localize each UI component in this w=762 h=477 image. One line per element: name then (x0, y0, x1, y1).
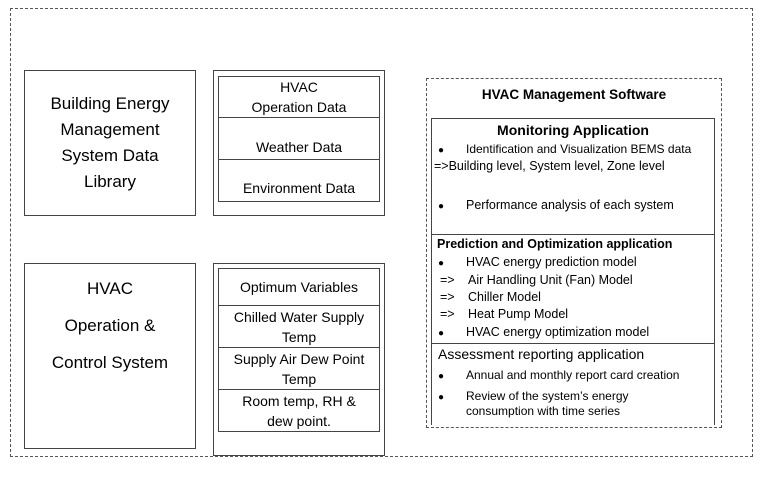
variable-chilled-water: Chilled Water Supply Temp (218, 306, 380, 348)
data-item-weather: Weather Data (218, 118, 380, 160)
assessment-item-2-line1: Review of the system’s energy (466, 389, 629, 403)
prediction-item-2: HVAC energy optimization model (466, 325, 650, 339)
prediction-bullet-1: ● (438, 258, 445, 269)
variable-room-temp-line1: Room temp, RH & (242, 392, 356, 409)
variable-supply-air-line2: Temp (281, 370, 317, 387)
variables-stack: Optimum Variables Chilled Water Supply T… (218, 268, 380, 432)
variable-room-temp: Room temp, RH & dew point. (218, 390, 380, 432)
variable-chilled-water-line1: Chilled Water Supply (233, 308, 365, 325)
monitoring-item-1: Identification and Visualization BEMS da… (466, 142, 692, 156)
data-items-stack: HVAC Operation Data Weather Data Environ… (218, 76, 380, 202)
prediction-arrow-2: => (440, 290, 455, 304)
monitoring-bullet-1: ● (438, 145, 445, 156)
data-item-hvac-operation-line1: HVAC (280, 79, 318, 95)
assessment-title: Assessment reporting application (438, 346, 645, 362)
variable-chilled-water-line2: Temp (281, 328, 317, 345)
data-item-weather-label: Weather Data (255, 138, 343, 155)
assessment-item-2-line2: consumption with time series (466, 404, 621, 418)
data-item-environment-label: Environment Data (242, 179, 356, 196)
assessment-bullet-1: ● (438, 371, 445, 382)
control-label-line3: Control System (51, 353, 169, 372)
outer-system-boundary (10, 8, 753, 457)
data-item-environment: Environment Data (218, 160, 380, 202)
hvac-management-software-box: HVAC Management Software Monitoring Appl… (426, 78, 722, 428)
bems-label-line2: Management (60, 120, 160, 139)
monitoring-application-section: Monitoring Application ● Identification … (431, 118, 715, 235)
variable-supply-air-line1: Supply Air Dew Point (233, 350, 365, 367)
bems-data-library-box: Building Energy Management System Data L… (24, 70, 196, 216)
bems-label-line1: Building Energy (50, 94, 170, 113)
variable-supply-air: Supply Air Dew Point Temp (218, 348, 380, 390)
assessment-item-1: Annual and monthly report card creation (466, 368, 680, 382)
prediction-sub-1: Air Handling Unit (Fan) Model (468, 273, 633, 287)
prediction-arrow-1: => (440, 273, 455, 287)
bems-label-line4: Library (84, 172, 136, 191)
software-title: HVAC Management Software (481, 87, 667, 102)
prediction-sub-2: Chiller Model (468, 290, 541, 304)
variable-optimum: Optimum Variables (218, 268, 380, 306)
prediction-bullet-2: ● (438, 328, 445, 339)
control-label-line1: HVAC (87, 279, 133, 298)
data-item-hvac-operation-line2: Operation Data (251, 99, 347, 115)
monitoring-item-2: Performance analysis of each system (466, 198, 674, 212)
prediction-optimization-section: Prediction and Optimization application … (431, 234, 715, 344)
data-items-box: HVAC Operation Data Weather Data Environ… (213, 70, 385, 216)
prediction-sub-3: Heat Pump Model (468, 307, 569, 321)
prediction-item-1: HVAC energy prediction model (466, 255, 637, 269)
monitoring-bullet-2: ● (438, 201, 445, 212)
monitoring-title: Monitoring Application (497, 122, 649, 138)
prediction-title: Prediction and Optimization application (437, 237, 673, 251)
variables-box: Optimum Variables Chilled Water Supply T… (213, 263, 385, 456)
assessment-bullet-2: ● (438, 392, 445, 403)
variable-room-temp-line2: dew point. (267, 412, 331, 429)
bems-label-line3: System Data (61, 146, 159, 165)
monitoring-item-1-sub: =>Building level, System level, Zone lev… (434, 159, 665, 173)
control-label-line2: Operation & (64, 316, 156, 335)
prediction-arrow-3: => (440, 307, 455, 321)
variable-optimum-label: Optimum Variables (239, 279, 358, 295)
data-item-hvac-operation: HVAC Operation Data (218, 76, 380, 118)
assessment-reporting-section: Assessment reporting application ● Annua… (431, 343, 715, 425)
hvac-control-system-box: HVAC Operation & Control System (24, 263, 196, 449)
